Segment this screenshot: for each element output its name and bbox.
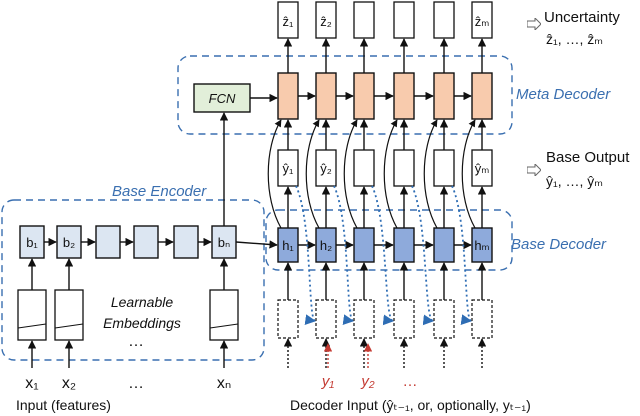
meta-decoder-region xyxy=(177,55,513,135)
base-encoder-label: Base Encoder xyxy=(112,183,207,200)
decoder-hidden-cell xyxy=(393,227,415,263)
input-features-label: Input (features) xyxy=(16,397,111,413)
feedback-dotted-arrow xyxy=(295,185,317,325)
meta-output-box xyxy=(315,1,337,39)
embedding-divider xyxy=(54,323,84,329)
encoder-input-label: xₙ xyxy=(217,375,231,392)
meta-decoder-label: Meta Decoder xyxy=(516,86,611,103)
decoder-hidden-cell xyxy=(433,227,455,263)
decoder-input-box xyxy=(393,299,415,339)
ground-truth-label: … xyxy=(403,373,418,390)
feedback-dotted-arrow xyxy=(451,185,473,325)
embedding-divider xyxy=(209,323,239,329)
meta-output-label: ẑ₂ xyxy=(320,14,332,29)
decoder-input-box xyxy=(433,299,455,339)
meta-output-label: ẑ₁ xyxy=(283,14,295,29)
meta-output-box xyxy=(433,1,455,39)
encoder-cell-label: b₂ xyxy=(63,235,75,250)
meta-decoder-cell xyxy=(315,72,337,120)
ground-truth-label: y₁ xyxy=(321,373,335,390)
encoder-cell xyxy=(95,225,121,259)
base-decoder-label: Base Decoder xyxy=(511,236,607,253)
base-encoder-region xyxy=(1,199,265,361)
meta-decoder-cell xyxy=(277,72,299,120)
feedback-dotted-arrow xyxy=(411,185,435,326)
base-output-box xyxy=(433,149,455,187)
hidden-to-meta-skip-arrow xyxy=(305,119,320,229)
base-output-box xyxy=(393,149,415,187)
decoder-input-box xyxy=(277,299,299,339)
encoder-cell xyxy=(173,225,199,259)
hidden-to-meta-skip-arrow xyxy=(343,119,358,229)
embeddings-label: Embeddings xyxy=(103,315,181,331)
hidden-to-meta-skip-arrow xyxy=(423,119,438,229)
encoder-input-label: … xyxy=(128,375,144,392)
decoder-input-box xyxy=(315,299,337,339)
base-output-label: ŷ₂ xyxy=(320,161,332,176)
decoder-input-label: Decoder Input (ŷₜ₋₁, or, optionally, yₜ₋… xyxy=(290,397,531,413)
meta-decoder-cell xyxy=(433,72,455,120)
encoder-input-label: x₂ xyxy=(62,375,76,392)
hidden-to-meta-skip-arrow xyxy=(461,119,476,229)
meta-output-box xyxy=(393,1,415,39)
meta-decoder-cell xyxy=(471,72,493,120)
meta-output-box xyxy=(353,1,375,39)
encoder-input-label: x₁ xyxy=(25,375,38,392)
base-output-label: ŷₘ xyxy=(475,161,490,176)
decoder-hidden-label: h₁ xyxy=(282,238,294,253)
ground-truth-label: y₂ xyxy=(360,373,375,390)
meta-output-box xyxy=(471,1,493,39)
uncertainty-values: ẑ₁, …, ẑₘ xyxy=(546,31,603,47)
embeddings-dots: … xyxy=(128,333,144,350)
decoder-input-box xyxy=(353,299,375,339)
encoder-cell xyxy=(56,225,82,259)
meta-output-box xyxy=(277,1,299,39)
embedding-box xyxy=(54,289,84,341)
meta-decoder-cell xyxy=(353,72,375,120)
embedding-box xyxy=(17,289,47,341)
embedding-box xyxy=(209,289,239,341)
meta-decoder-cell xyxy=(393,72,415,120)
decoder-input-box xyxy=(471,299,493,339)
encoder-cell xyxy=(133,225,159,259)
fcn-label: FCN xyxy=(209,91,236,106)
encoder-cell xyxy=(19,225,45,259)
base-output-values: ŷ₁, …, ŷₘ xyxy=(546,173,603,189)
feedback-dotted-arrow xyxy=(333,185,355,325)
embedding-divider xyxy=(17,323,47,329)
encoder-to-decoder-arrow xyxy=(235,240,278,249)
base-output-label: ŷ₁ xyxy=(283,161,295,176)
encoder-cell-label: b₁ xyxy=(26,235,38,250)
hidden-to-meta-skip-arrow xyxy=(383,119,398,229)
decoder-hidden-label: h₂ xyxy=(320,238,332,253)
decoder-hidden-label: hₘ xyxy=(474,238,489,253)
feedback-dotted-arrow xyxy=(371,185,395,326)
uncertainty-label: Uncertainty xyxy=(544,9,620,26)
meta-output-label: ẑₘ xyxy=(475,14,490,29)
base-output-box xyxy=(353,149,375,187)
decoder-hidden-cell xyxy=(353,227,375,263)
base-output-label: Base Output xyxy=(546,149,630,166)
encoder-cell-label: bₙ xyxy=(218,235,230,250)
learnable-label: Learnable xyxy=(111,294,173,310)
hidden-to-meta-skip-arrow xyxy=(267,119,282,229)
